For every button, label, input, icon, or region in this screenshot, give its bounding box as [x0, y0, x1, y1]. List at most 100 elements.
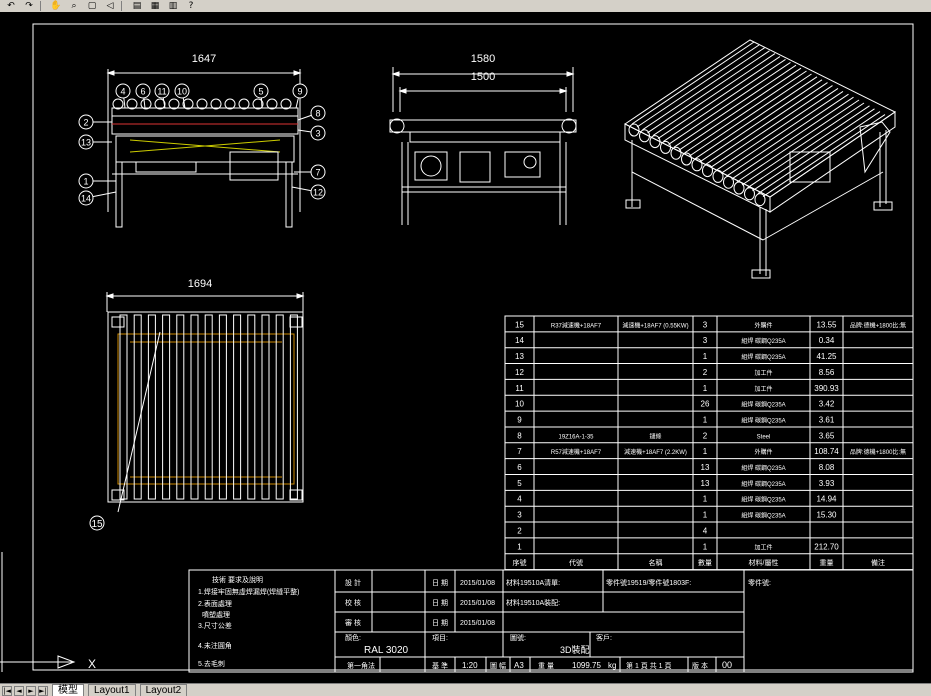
bom-cell-no: 2: [517, 526, 522, 535]
bom-cell-qty: 2: [703, 368, 708, 377]
svg-text:7: 7: [315, 168, 320, 178]
bom-header-code: 代號: [569, 558, 583, 567]
bom-cell-material: 組焊 碳鋼Q235A: [741, 480, 785, 488]
bom-cell-qty: 1: [703, 542, 708, 551]
tab-layout2[interactable]: Layout2: [139, 684, 188, 696]
bom-cell-no: 14: [515, 336, 524, 345]
check-label: 校 核: [345, 598, 361, 607]
side-overall-dimension: 1580: [471, 53, 495, 65]
top-overall-dimension: 1694: [188, 278, 212, 290]
bom-cell-name: 鏈條: [649, 432, 661, 440]
bom-cell-note: 品牌:德機+1800比:無: [850, 321, 906, 329]
zoom-previous-icon[interactable]: ◁: [106, 0, 114, 11]
tool-palettes-icon[interactable]: ▥: [168, 0, 178, 11]
ucs-x-label: X: [88, 657, 96, 671]
drawing-border: [32, 23, 914, 671]
properties-icon[interactable]: ▤: [132, 0, 142, 11]
bom-cell-no: 11: [515, 384, 524, 393]
balloon-5: 5: [253, 83, 269, 109]
design-center-icon[interactable]: ▦: [150, 0, 160, 11]
scale-value: 1:20: [462, 661, 478, 670]
bom-cell-weight: 108.74: [814, 447, 839, 456]
front-roller: [112, 98, 124, 110]
bom-cell-no: 1: [517, 542, 522, 551]
redo-icon[interactable]: ↷: [25, 0, 33, 11]
bom-cell-weight: 15.30: [816, 511, 837, 520]
bom-header-qty: 數量: [698, 558, 712, 567]
date-label-2: 日 期: [432, 599, 448, 607]
iso-roller: [754, 111, 886, 207]
bom-cell-name: 減速機+18AF7 (0.55KW): [622, 321, 688, 329]
iso-roller: [670, 64, 802, 160]
front-roller: [182, 98, 194, 110]
bom-cell-no: 5: [517, 479, 522, 488]
bom-cell-no: 6: [517, 463, 522, 472]
bom-header-note: 備注: [871, 558, 885, 567]
bom-header-no: 序號: [513, 558, 527, 567]
top-view: [105, 292, 305, 513]
drawing-label: 圖號:: [510, 633, 526, 642]
pan-icon[interactable]: ✋: [50, 0, 62, 11]
date-label-1: 日 期: [432, 579, 448, 587]
bom-cell-material: 組焊 碳鋼Q235A: [741, 464, 785, 472]
bom-header-weight: 重量: [820, 559, 834, 567]
top-bracket: [111, 316, 125, 328]
balloon-13: 13: [78, 134, 112, 150]
iso-roller: [649, 53, 781, 149]
date-label-3: 日 期: [432, 619, 448, 627]
bom-cell-weight: 3.42: [819, 400, 835, 409]
ucs-icon: [0, 552, 76, 672]
top-roller: [176, 314, 185, 500]
zoom-window-icon[interactable]: ▢: [87, 0, 97, 11]
svg-text:3: 3: [315, 129, 320, 139]
version-value: 00: [722, 660, 732, 670]
bom-cell-no: 3: [517, 511, 522, 520]
top-view-balloon: 15: [89, 515, 105, 531]
top-roller: [233, 314, 242, 500]
front-roller: [196, 98, 208, 110]
bom-cell-qty: 1: [703, 384, 708, 393]
note-3: 噴塑處理: [202, 610, 230, 619]
top-roller: [275, 314, 284, 500]
bom-cell-code: R37減速機+18AF7: [551, 321, 602, 329]
bom-cell-no: 9: [517, 415, 522, 424]
bom-cell-name: 減速機+18AF7 (2.2KW): [624, 448, 687, 456]
note-2: 2.表面處理: [198, 599, 232, 608]
note-4: 3.尺寸公差: [198, 621, 232, 630]
tab-layout1[interactable]: Layout1: [88, 684, 136, 696]
top-bracket: [111, 489, 125, 501]
notes-title: 技術 要求及說明: [212, 575, 263, 584]
page-label: 第 1 頁 共 1 頁: [626, 661, 672, 670]
bom-cell-qty: 13: [701, 463, 710, 472]
balloon-12: 12: [291, 184, 326, 200]
bom-cell-weight: 3.93: [819, 479, 835, 488]
front-roller: [140, 98, 152, 110]
zoom-icon[interactable]: ⌕: [71, 0, 77, 11]
sheet-label: 圖 幅: [490, 661, 506, 670]
top-roller: [147, 314, 156, 500]
top-bracket: [289, 489, 303, 501]
undo-icon[interactable]: ↶: [7, 0, 15, 11]
bom-cell-material: Steel: [757, 434, 771, 440]
bom-cell-code: 19Z16A-1-35: [558, 434, 594, 440]
bom-cell-no: 4: [517, 495, 522, 504]
tab-model[interactable]: 模型: [52, 684, 84, 696]
svg-text:9: 9: [297, 87, 302, 97]
iso-roller: [702, 82, 833, 178]
bom-cell-qty: 3: [703, 336, 708, 345]
bom-cell-material: 組焊 碳鋼Q235A: [741, 512, 785, 520]
bom-cell-material: 組焊 碳鋼Q235A: [741, 337, 785, 345]
bom-cell-note: 品牌:德機+1800比:無: [850, 448, 906, 456]
part-label: 零件號:: [748, 578, 771, 587]
bom-header-name: 名稱: [649, 558, 663, 567]
bom-cell-weight: 8.08: [819, 463, 835, 472]
help-icon[interactable]: ?: [188, 0, 194, 11]
